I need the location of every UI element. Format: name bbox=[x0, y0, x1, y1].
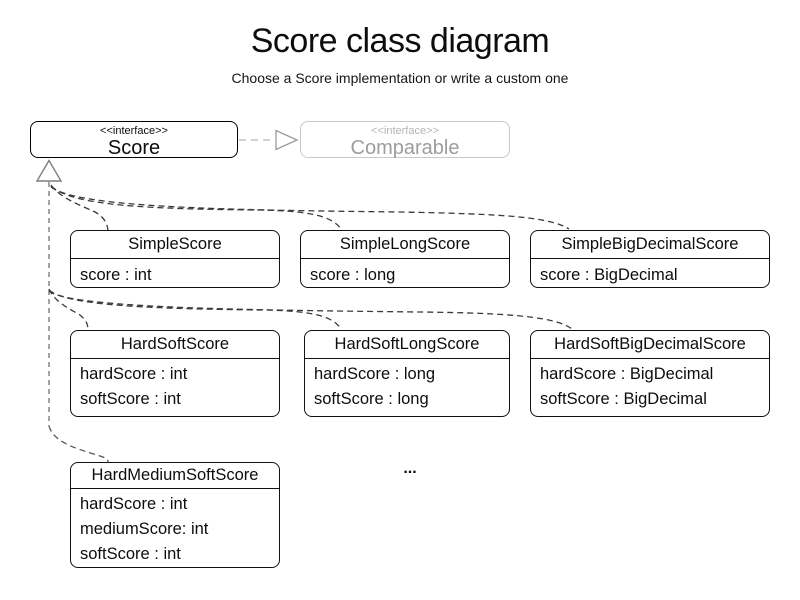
class-attributes: score : int bbox=[71, 259, 279, 289]
edge-hardsoftbigdecimalscore bbox=[48, 290, 573, 330]
class-node-simplescore: SimpleScore score : int bbox=[70, 230, 280, 288]
class-attribute: softScore : BigDecimal bbox=[540, 390, 707, 408]
class-attributes: score : long bbox=[301, 259, 509, 289]
class-node-hardmediumsoftscore: HardMediumSoftScore hardScore : int medi… bbox=[70, 462, 280, 568]
interface-node-comparable: <<interface>> Comparable bbox=[300, 121, 510, 158]
class-attributes: hardScore : BigDecimal softScore : BigDe… bbox=[531, 359, 769, 412]
class-node-simplebigdecimalscore: SimpleBigDecimalScore score : BigDecimal bbox=[530, 230, 770, 288]
page-title: Score class diagram bbox=[250, 22, 550, 60]
class-attribute: hardScore : int bbox=[80, 495, 188, 513]
class-node-hardsoftbigdecimalscore: HardSoftBigDecimalScore hardScore : BigD… bbox=[530, 330, 770, 417]
class-attribute: softScore : int bbox=[80, 390, 181, 408]
class-attribute: softScore : int bbox=[80, 545, 181, 563]
class-name: SimpleLongScore bbox=[301, 231, 509, 259]
edge-simplebigdecimalscore bbox=[50, 186, 570, 230]
hollow-triangle-arrowhead-score bbox=[35, 159, 63, 182]
hollow-triangle-arrowhead-comparable bbox=[275, 129, 299, 151]
edge-hardsoftlongscore bbox=[48, 289, 342, 330]
class-attributes: hardScore : long softScore : long bbox=[305, 359, 509, 412]
class-attribute: hardScore : long bbox=[314, 365, 436, 383]
more-implementations-ellipsis: ... bbox=[403, 460, 417, 477]
class-attributes: score : BigDecimal bbox=[531, 259, 769, 289]
class-node-hardsoftlongscore: HardSoftLongScore hardScore : long softS… bbox=[304, 330, 510, 417]
page-subtitle: Choose a Score implementation or write a… bbox=[231, 70, 569, 86]
interface-node-score: <<interface>> Score bbox=[30, 121, 238, 158]
edge-simplelongscore bbox=[50, 185, 342, 230]
class-attribute: hardScore : int bbox=[80, 365, 188, 383]
class-attribute: hardScore : BigDecimal bbox=[540, 365, 714, 383]
class-name: SimpleScore bbox=[71, 231, 279, 259]
class-name: HardSoftLongScore bbox=[305, 331, 509, 359]
class-node-hardsoftscore: HardSoftScore hardScore : int softScore … bbox=[70, 330, 280, 417]
interface-stereotype: <<interface>> bbox=[371, 125, 439, 137]
class-attribute: softScore : long bbox=[314, 390, 429, 408]
class-attribute: mediumScore: int bbox=[80, 520, 209, 538]
class-attributes: hardScore : int softScore : int bbox=[71, 359, 279, 412]
class-name: HardSoftScore bbox=[71, 331, 279, 359]
class-node-simplelongscore: SimpleLongScore score : long bbox=[300, 230, 510, 288]
class-attribute: score : long bbox=[310, 266, 396, 284]
interface-name: Score bbox=[107, 137, 161, 159]
interface-stereotype: <<interface>> bbox=[100, 125, 168, 137]
class-name: HardMediumSoftScore bbox=[71, 463, 279, 489]
class-attribute: score : BigDecimal bbox=[540, 266, 678, 284]
interface-name: Comparable bbox=[350, 137, 460, 159]
class-attribute: score : int bbox=[80, 266, 152, 284]
edge-hardmediumsoftscore bbox=[48, 425, 109, 463]
class-attributes: hardScore : int mediumScore: int softSco… bbox=[71, 489, 279, 567]
class-name: SimpleBigDecimalScore bbox=[531, 231, 769, 259]
class-name: HardSoftBigDecimalScore bbox=[531, 331, 769, 359]
edge-simplescore bbox=[50, 184, 109, 231]
edge-hardsoftscore bbox=[48, 288, 89, 331]
